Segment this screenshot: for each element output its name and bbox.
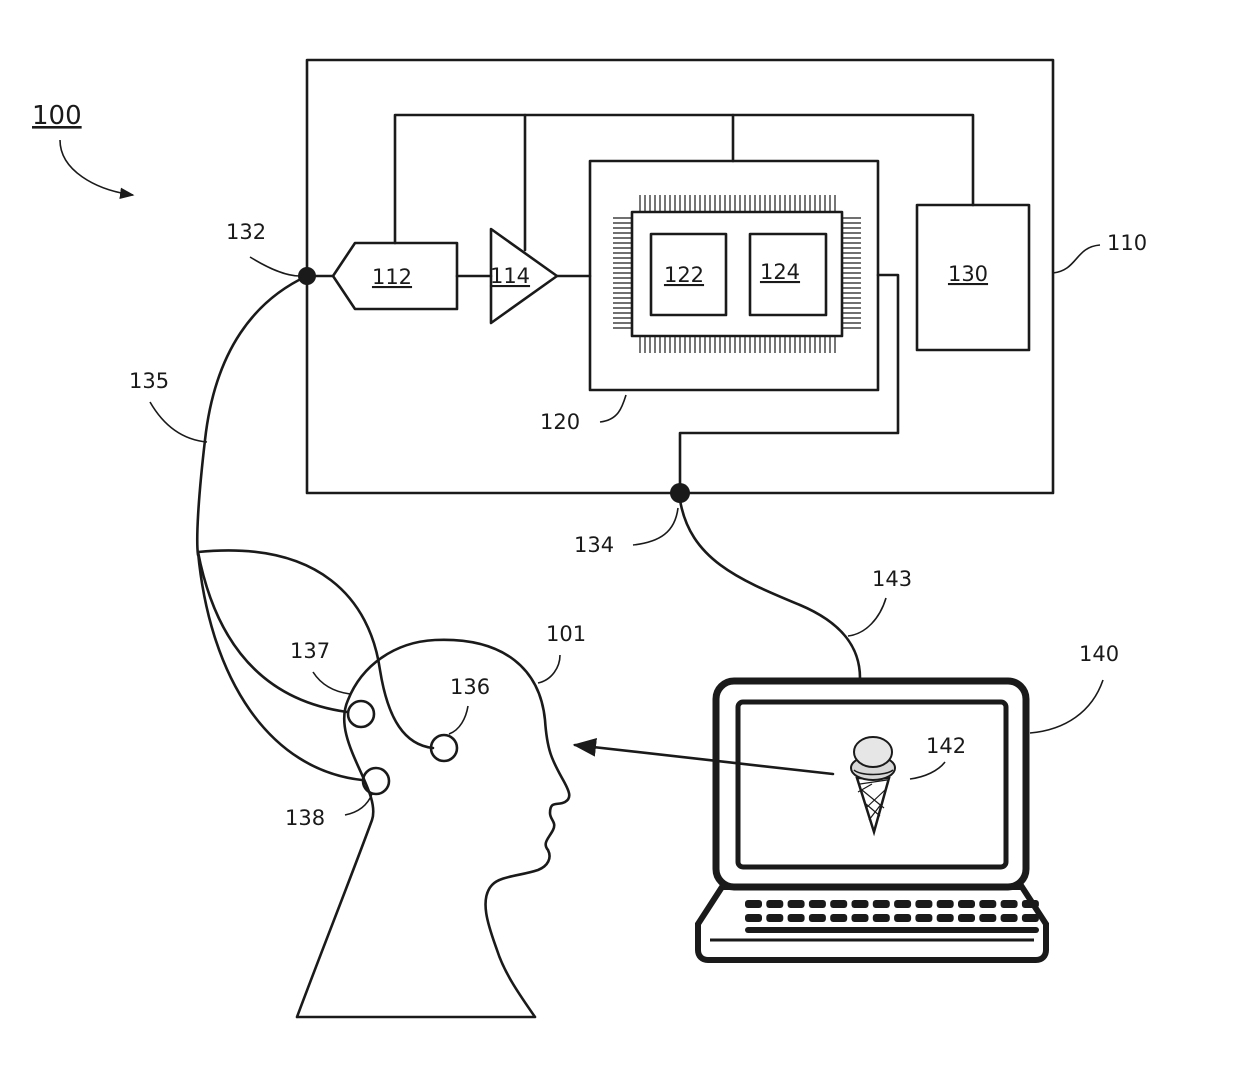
label-114: 114 bbox=[490, 264, 530, 288]
label-132: 132 bbox=[226, 220, 266, 244]
label-130: 130 bbox=[948, 262, 988, 286]
leader-132 bbox=[250, 257, 300, 276]
leader-137 bbox=[313, 672, 350, 694]
label-143: 143 bbox=[872, 567, 912, 591]
electrode-137 bbox=[348, 701, 374, 727]
leader-101 bbox=[538, 655, 560, 683]
label-122: 122 bbox=[664, 263, 704, 287]
wire-120-134 bbox=[680, 275, 898, 493]
leader-142 bbox=[910, 762, 945, 779]
label-140: 140 bbox=[1079, 642, 1119, 666]
leader-143 bbox=[848, 598, 886, 636]
label-135: 135 bbox=[129, 369, 169, 393]
leader-138 bbox=[345, 794, 372, 815]
figure-label-arrow bbox=[60, 140, 133, 195]
cable-135 bbox=[197, 276, 307, 555]
label-136: 136 bbox=[450, 675, 490, 699]
leader-134 bbox=[633, 508, 678, 545]
ice-cream-image-142 bbox=[851, 737, 895, 832]
label-101: 101 bbox=[546, 622, 586, 646]
stimulus-arrow bbox=[575, 745, 833, 774]
leader-120 bbox=[600, 395, 626, 422]
leader-110 bbox=[1053, 245, 1100, 273]
leader-140 bbox=[1030, 680, 1103, 733]
label-112: 112 bbox=[372, 265, 412, 289]
laptop-base bbox=[698, 887, 1046, 960]
label-134: 134 bbox=[574, 533, 614, 557]
label-110: 110 bbox=[1107, 231, 1147, 255]
keyboard bbox=[745, 900, 1039, 933]
label-124: 124 bbox=[760, 260, 800, 284]
leader-136 bbox=[449, 706, 468, 734]
cable-143 bbox=[680, 500, 860, 678]
label-138: 138 bbox=[285, 806, 325, 830]
label-137: 137 bbox=[290, 639, 330, 663]
label-120: 120 bbox=[540, 410, 580, 434]
head-101 bbox=[297, 640, 569, 1017]
power-bus bbox=[395, 115, 973, 243]
leader-135 bbox=[150, 402, 207, 442]
label-142: 142 bbox=[926, 734, 966, 758]
electrode-138 bbox=[363, 768, 389, 794]
electrode-136 bbox=[431, 735, 457, 761]
figure-label: 100 bbox=[32, 101, 82, 131]
